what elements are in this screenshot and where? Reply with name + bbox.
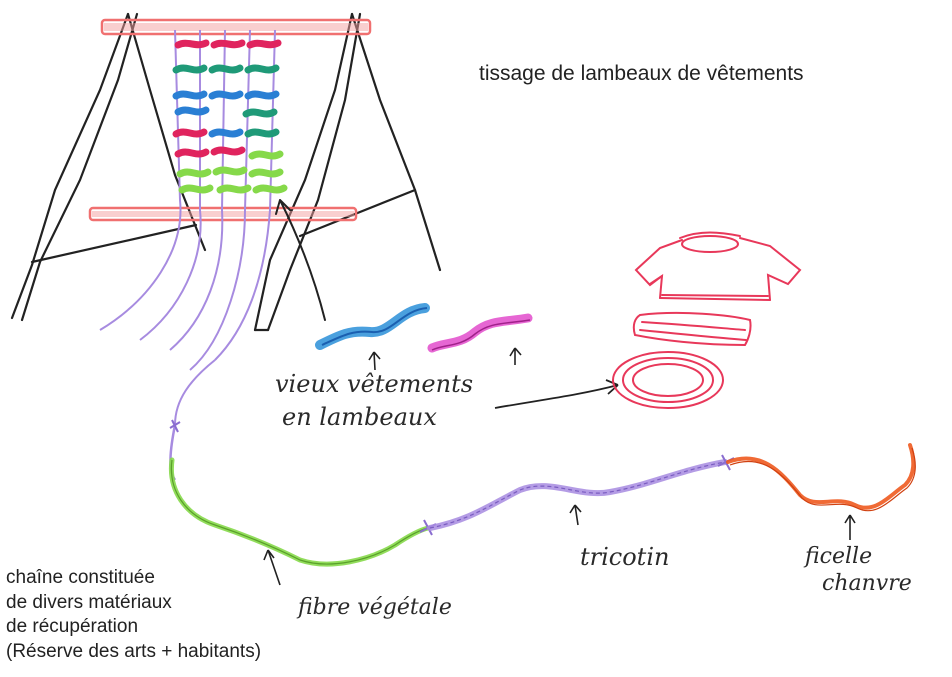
page-title: tissage de lambeaux de vêtements xyxy=(479,62,804,85)
caption-line-1: chaîne constituée xyxy=(6,567,155,588)
chain-hemp-twine xyxy=(726,443,916,510)
arrow-tricotin xyxy=(569,504,582,526)
tshirt-drawing xyxy=(612,231,802,409)
pink-cloth-strip xyxy=(427,313,533,353)
arrow-twine xyxy=(844,514,856,540)
caption-line-4: (Réserve des arts + habitants) xyxy=(6,640,262,662)
arrow-to-loom xyxy=(275,199,326,321)
arrow-blue-strip xyxy=(368,351,381,371)
label-tricotin: tricotin xyxy=(580,543,669,571)
chain-caption: chaîne constituée de divers matériaux de… xyxy=(6,566,261,664)
knot-1 xyxy=(169,419,181,433)
caption-line-2: de divers matériaux xyxy=(6,591,172,613)
arrow-pink-strip xyxy=(509,347,522,365)
loom-frame xyxy=(10,12,442,332)
warp-threads xyxy=(99,29,276,426)
label-vegetable-fiber: fibre végétale xyxy=(296,595,452,620)
label-old-clothes-1: vieux vêtements xyxy=(275,370,473,398)
label-twine-1: ficelle xyxy=(803,544,872,569)
label-twine-2: chanvre xyxy=(822,571,912,596)
arrow-to-tshirt xyxy=(494,379,619,409)
arrow-fiber xyxy=(263,549,281,586)
woven-strips xyxy=(172,39,288,194)
caption-line-3: de récupération xyxy=(6,616,139,637)
label-old-clothes-2: en lambeaux xyxy=(282,403,437,431)
top-bar xyxy=(100,18,372,36)
